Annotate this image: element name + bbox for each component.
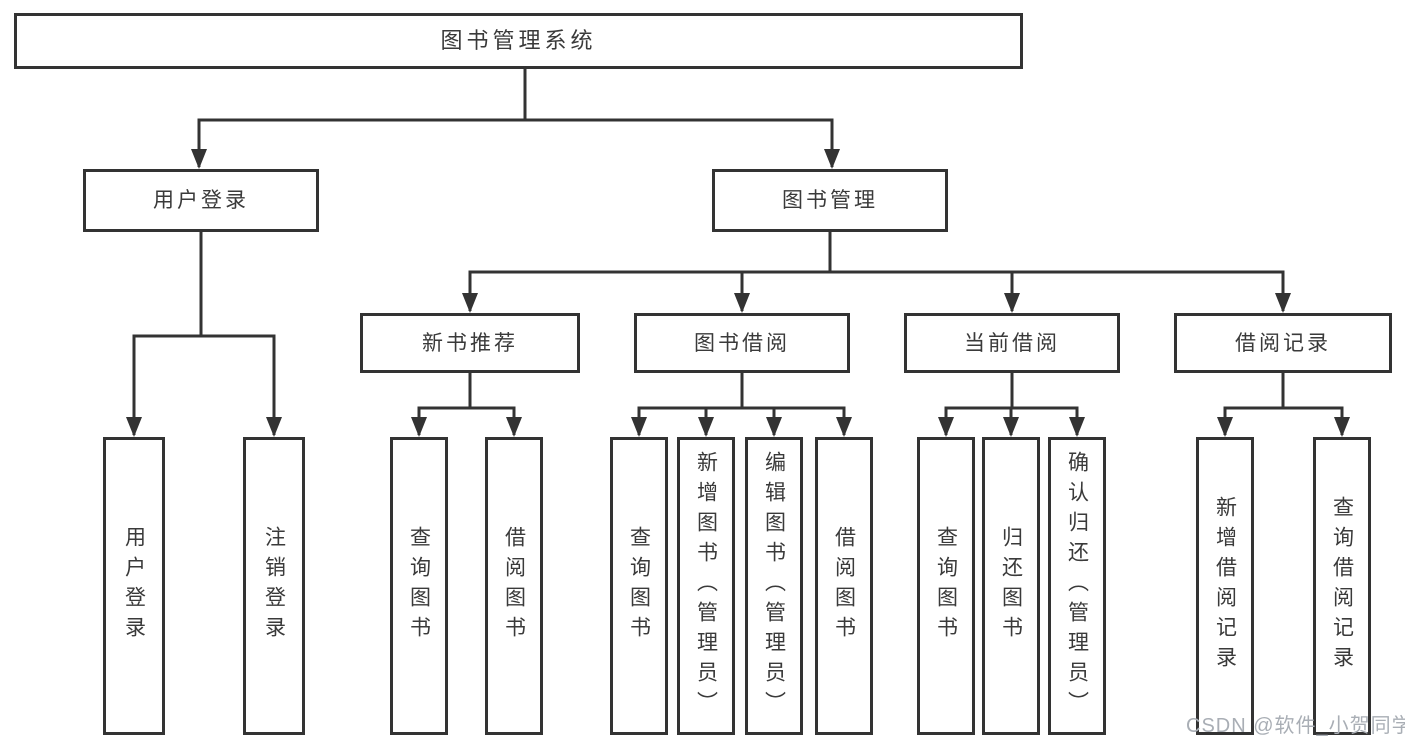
node-label: 图书管理 <box>782 189 878 212</box>
node-label: 图书借阅 <box>694 331 790 355</box>
leaf-borrow-borrow-book: 借阅图书 <box>815 437 873 735</box>
node-label: 用户登录 <box>153 189 249 212</box>
leaf-record-query-borrow-record: 查询借阅记录 <box>1313 437 1371 735</box>
arrow-down-icon <box>411 417 427 437</box>
node-label: 新书推荐 <box>422 331 518 355</box>
leaf-logout: 注销登录 <box>243 437 305 735</box>
arrow-down-icon <box>1275 293 1291 313</box>
arrow-down-icon <box>1004 293 1020 313</box>
arrow-down-icon <box>126 417 142 437</box>
node-label: 确认归还（管理员） <box>1065 451 1089 721</box>
arrow-down-icon <box>1334 417 1350 437</box>
arrowheads <box>126 149 1350 437</box>
node-borrowing-records: 借阅记录 <box>1174 313 1392 373</box>
arrow-down-icon <box>506 417 522 437</box>
node-label: 注销登录 <box>262 526 286 646</box>
leaf-current-query-book: 查询图书 <box>917 437 975 735</box>
node-label: 图书管理系统 <box>440 28 597 53</box>
node-label: 查询借阅记录 <box>1330 496 1354 676</box>
leaf-current-confirm-return-admin: 确认归还（管理员） <box>1048 437 1106 735</box>
leaf-recommend-borrow-book: 借阅图书 <box>485 437 543 735</box>
node-label: 当前借阅 <box>964 331 1060 355</box>
node-book-management: 图书管理 <box>712 169 948 232</box>
node-label: 借阅图书 <box>502 526 526 646</box>
node-label: 查询图书 <box>934 526 958 646</box>
node-label: 用户登录 <box>122 526 146 646</box>
arrow-down-icon <box>766 417 782 437</box>
node-label: 借阅图书 <box>832 526 856 646</box>
arrow-down-icon <box>1003 417 1019 437</box>
arrow-down-icon <box>698 417 714 437</box>
node-user-login: 用户登录 <box>83 169 319 232</box>
node-label: 归还图书 <box>999 526 1023 646</box>
csdn-watermark: CSDN @软件_小贺同学 <box>1186 715 1405 737</box>
arrow-down-icon <box>631 417 647 437</box>
node-label: 查询图书 <box>627 526 651 646</box>
arrow-down-icon <box>836 417 852 437</box>
node-label: 编辑图书（管理员） <box>762 451 786 721</box>
node-label: 新增图书（管理员） <box>694 451 718 721</box>
leaf-current-return-book: 归还图书 <box>982 437 1040 735</box>
node-label: 借阅记录 <box>1235 331 1331 355</box>
arrow-down-icon <box>462 293 478 313</box>
leaf-record-add-borrow-record: 新增借阅记录 <box>1196 437 1254 735</box>
node-new-book-recommend: 新书推荐 <box>360 313 580 373</box>
arrow-down-icon <box>824 149 840 169</box>
leaf-borrow-query-book: 查询图书 <box>610 437 668 735</box>
node-library-management-system: 图书管理系统 <box>14 13 1023 69</box>
node-label: 新增借阅记录 <box>1213 496 1237 676</box>
arrow-down-icon <box>1069 417 1085 437</box>
arrow-down-icon <box>1217 417 1233 437</box>
leaf-user-login: 用户登录 <box>103 437 165 735</box>
node-current-borrowing: 当前借阅 <box>904 313 1120 373</box>
leaf-borrow-edit-book-admin: 编辑图书（管理员） <box>745 437 803 735</box>
node-book-borrowing: 图书借阅 <box>634 313 850 373</box>
leaf-borrow-add-book-admin: 新增图书（管理员） <box>677 437 735 735</box>
arrow-down-icon <box>734 293 750 313</box>
arrow-down-icon <box>938 417 954 437</box>
arrow-down-icon <box>266 417 282 437</box>
arrow-down-icon <box>191 149 207 169</box>
connector-path <box>132 69 1344 435</box>
leaf-recommend-query-book: 查询图书 <box>390 437 448 735</box>
node-label: 查询图书 <box>407 526 431 646</box>
